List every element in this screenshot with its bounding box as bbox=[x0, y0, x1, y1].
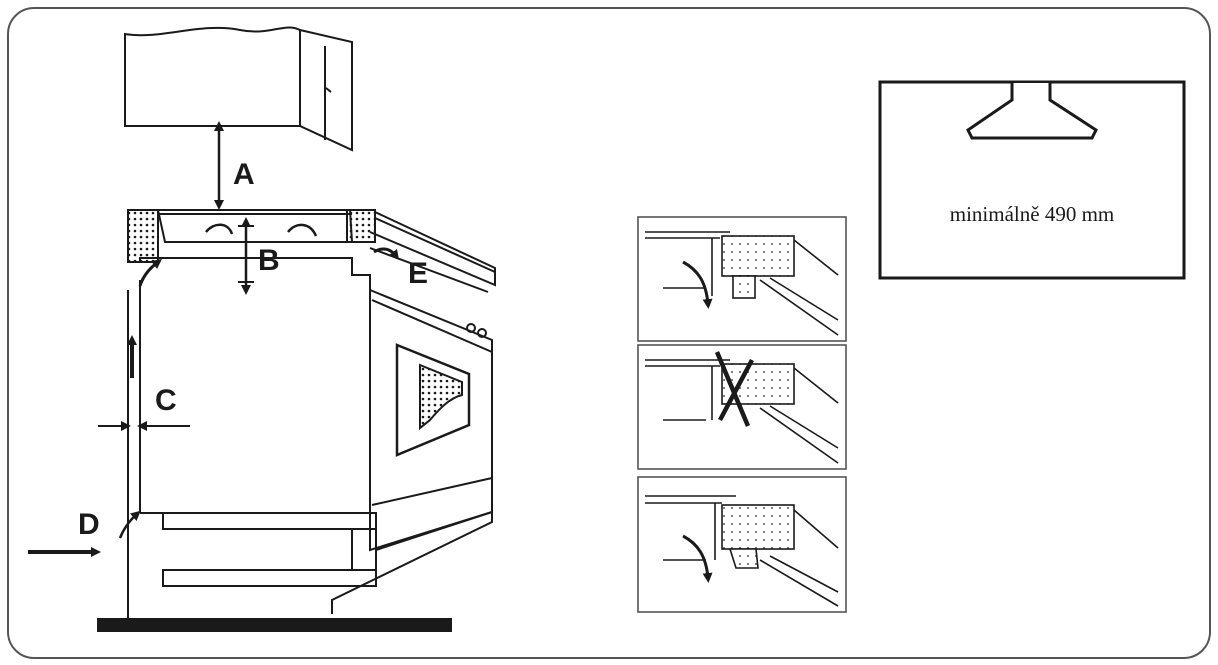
label-d: D bbox=[78, 508, 100, 541]
drawer-top bbox=[162, 512, 377, 530]
detail-panel-1 bbox=[637, 216, 847, 342]
worktop-front-line bbox=[374, 217, 496, 273]
oven-control-strip bbox=[371, 299, 493, 353]
airflow-curl-right bbox=[287, 223, 318, 237]
label-e: E bbox=[408, 257, 428, 290]
airflow-curl-upper-left bbox=[138, 258, 162, 287]
oven-knob-2 bbox=[477, 328, 487, 338]
detail-panel-3 bbox=[637, 476, 847, 613]
hood-box bbox=[878, 80, 1186, 280]
detail-panel-2 bbox=[637, 344, 847, 470]
cross-line-2 bbox=[718, 358, 754, 422]
airflow-curl-e bbox=[373, 247, 400, 260]
wall-cabinet bbox=[124, 26, 301, 127]
worktop-left-block bbox=[127, 209, 159, 263]
label-b: B bbox=[258, 244, 280, 277]
oven-lower-line bbox=[371, 477, 493, 506]
label-c: C bbox=[155, 384, 177, 417]
airflow-curl-d bbox=[118, 510, 141, 539]
oven-window-frame bbox=[395, 343, 471, 457]
label-a: A bbox=[233, 158, 255, 191]
oven-window-glass bbox=[419, 363, 463, 431]
hood-icon bbox=[966, 83, 1098, 140]
worktop-side bbox=[369, 211, 496, 287]
floor-bar bbox=[97, 618, 452, 632]
oven-knob-1 bbox=[466, 323, 476, 333]
plinth-side bbox=[331, 510, 493, 614]
hood-clearance-note: minimálně 490 mm bbox=[950, 202, 1114, 226]
cross-line-1 bbox=[714, 351, 751, 427]
airflow-curl-left bbox=[205, 223, 234, 235]
hob-top-plate bbox=[156, 209, 354, 243]
cabinet-handle bbox=[325, 87, 332, 93]
cooker-drawing bbox=[28, 26, 496, 632]
